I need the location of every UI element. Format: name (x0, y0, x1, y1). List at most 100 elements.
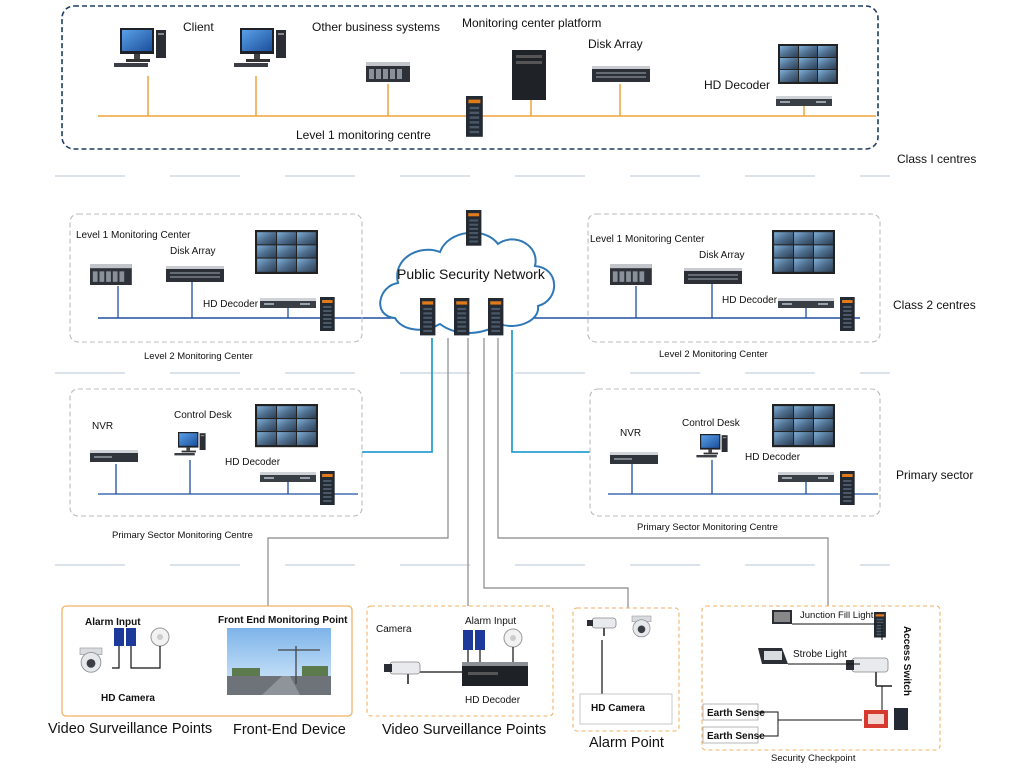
class2-left-title: Level 1 Monitoring Center (76, 230, 191, 241)
primary-left-control-desk-pc (174, 432, 206, 456)
front-box2-alarm-input-label: Alarm Input (465, 616, 516, 627)
front-box4-wiring (758, 623, 883, 737)
front-box3-hd-camera-label: HD Camera (591, 703, 645, 714)
class2-left-disk-array (166, 266, 224, 282)
class2-right-disk-array (684, 268, 742, 284)
front-box3-bullet-camera (587, 617, 617, 636)
class1-switch (466, 96, 483, 137)
class2-right-container (587, 213, 881, 343)
front-box3-container (572, 607, 680, 732)
front-box1-container (61, 605, 353, 717)
front-box4-earth-sense-1-box (702, 703, 759, 721)
front-box3-caption: Alarm Point (589, 735, 664, 751)
primary-right-nvr (610, 452, 658, 464)
front-box4-strobe-light-label: Strobe Light (793, 649, 847, 660)
front-box2-bullet-camera (384, 661, 421, 684)
front-box4-fill-light (772, 610, 792, 624)
network-lines (98, 317, 860, 608)
class2-left-switch (320, 297, 335, 331)
front-box4-earth-sense-2-label: Earth Sense (707, 731, 765, 742)
front-box4-detector (864, 708, 908, 730)
primary-right-decoder (778, 472, 834, 482)
class2-right-server (610, 264, 652, 285)
class2-left-disk-label: Disk Array (170, 246, 216, 257)
primary-left-nvr (90, 450, 138, 462)
network-switch-top (466, 210, 482, 246)
class2-right-disk-label: Disk Array (699, 250, 745, 261)
primary-zone-label: Primary sector (896, 468, 973, 482)
front-box1-caption-b: Front-End Device (233, 722, 346, 738)
front-box1-alarm-input-device (114, 628, 136, 646)
front-box2-container (366, 605, 554, 717)
front-box2-camera-label: Camera (376, 624, 412, 635)
front-box4-checkpoint-camera (846, 657, 892, 687)
primary-left-video-wall (255, 404, 318, 448)
primary-left-container (69, 388, 363, 517)
class1-disk-array-label: Disk Array (588, 37, 643, 51)
zone-separators (55, 175, 890, 566)
class2-left-server (90, 264, 132, 285)
front-box1-hd-camera-label: HD Camera (101, 693, 155, 704)
network-label: Public Security Network (397, 266, 546, 282)
class2-left-container (69, 213, 363, 343)
front-box4-junction-fill-light-label: Junction Fill Light (800, 610, 874, 621)
primary-left-decoder (260, 472, 316, 482)
front-box4-earth-sense-1-label: Earth Sense (707, 708, 765, 719)
primary-right-control-desk-pc (696, 434, 728, 458)
class2-right-decoder (778, 298, 834, 308)
class2-left-decoder (260, 298, 316, 308)
class1-decoder (776, 96, 832, 106)
front-box4-strobe-light (758, 648, 788, 664)
class1-centre-label: Level 1 monitoring centre (296, 128, 431, 142)
primary-left-switch (320, 471, 335, 505)
front-box4-earth-sense-2-box (702, 726, 759, 744)
front-box3-hd-camera-box (579, 693, 673, 725)
primary-right-caption: Primary Sector Monitoring Centre (637, 522, 778, 533)
front-box1-front-end-point-label: Front End Monitoring Point (218, 615, 348, 626)
class2-left-hd-decoder-label: HD Decoder (203, 299, 259, 310)
class1-hd-decoder-label: HD Decoder (704, 78, 770, 92)
primary-right-bus (608, 460, 878, 495)
front-box1-alarm-input-label: Alarm Input (85, 617, 141, 628)
front-box2-smoke-sensor (503, 628, 523, 648)
primary-left-caption: Primary Sector Monitoring Centre (112, 530, 253, 541)
class1-disk-array (592, 66, 650, 82)
front-box4-container (701, 605, 941, 751)
front-box1-smoke-sensor (150, 627, 170, 647)
class2-right-drops (635, 284, 807, 318)
network-switch-2 (454, 298, 470, 336)
class2-left-video-wall (255, 230, 318, 274)
class2-left-drops (117, 282, 289, 318)
class1-zone-label: Class I centres (897, 152, 976, 166)
primary-right-container (589, 388, 881, 517)
pc-client-2 (234, 28, 286, 67)
front-box1-caption-a: Video Surveillance Points (48, 721, 212, 737)
primary-right-video-wall (772, 404, 835, 448)
front-box2-decoder (462, 662, 528, 686)
platform-server-tower (512, 50, 546, 100)
primary-right-nvr-label: NVR (620, 428, 641, 439)
network-switch-3 (488, 298, 504, 336)
class2-right-caption: Level 2 Monitoring Center (659, 349, 768, 360)
primary-left-hd-decoder-label: HD Decoder (225, 457, 281, 468)
front-box2-hd-decoder-label: HD Decoder (465, 695, 521, 706)
primary-left-bus (98, 460, 358, 495)
primary-right-hd-decoder-label: HD Decoder (745, 452, 801, 463)
class1-client-label: Client (183, 20, 214, 34)
pc-client-1 (114, 28, 166, 67)
class2-zone-label: Class 2 centres (893, 298, 976, 312)
primary-right-control-desk-label: Control Desk (682, 418, 741, 429)
class2-left-caption: Level 2 Monitoring Center (144, 351, 253, 362)
front-box2-caption: Video Surveillance Points (382, 722, 546, 738)
front-box1-dome-camera (79, 647, 103, 673)
class2-right-title: Level 1 Monitoring Center (590, 234, 705, 245)
network-switch-1 (420, 298, 436, 336)
class2-right-hd-decoder-label: HD Decoder (722, 295, 778, 306)
primary-left-control-desk-label: Control Desk (174, 410, 233, 421)
front-box4-access-switch (874, 612, 886, 638)
class1-bus (98, 76, 876, 117)
front-box4-access-switch-label: Access Switch (901, 626, 912, 696)
primary-left-nvr-label: NVR (92, 421, 113, 432)
class2-right-video-wall (772, 230, 835, 274)
